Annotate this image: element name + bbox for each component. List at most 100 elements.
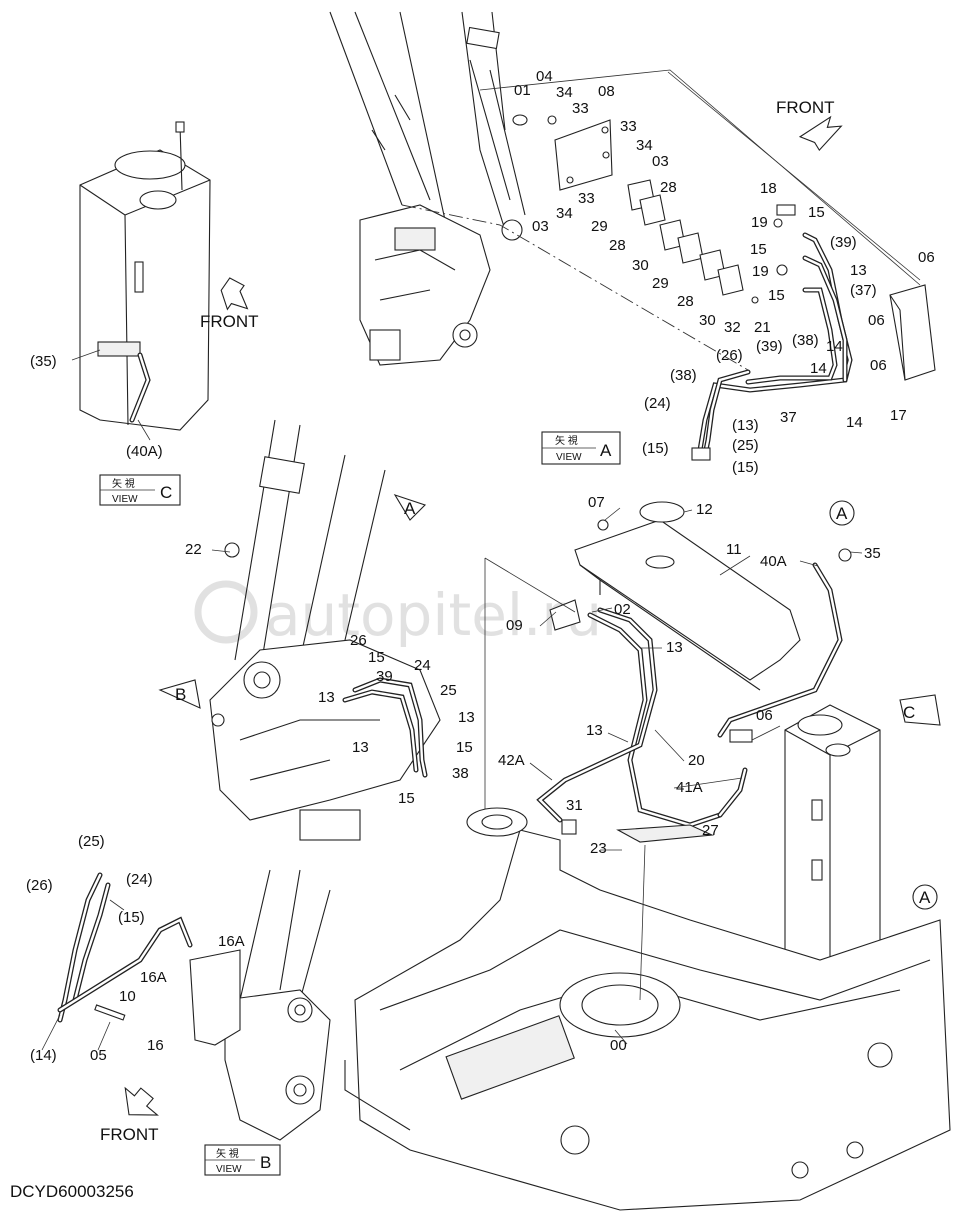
- part-labels-view-b: (25) (26) (24) (15) 16A 16A 10 (14) 05 1…: [26, 833, 245, 1064]
- label: 33: [572, 100, 589, 117]
- label: (14): [30, 1047, 57, 1064]
- view-b-detail: 矢 視 VIEW B FRONT: [57, 869, 331, 1176]
- label: 16A: [218, 933, 245, 950]
- label: (39): [756, 338, 783, 355]
- label: 08: [598, 83, 615, 100]
- label: 34: [636, 137, 653, 154]
- view-b-word: VIEW: [216, 1164, 242, 1175]
- watermark-text: autopitel.ru: [265, 581, 602, 649]
- drawing-code: DCYD60003256: [10, 1182, 134, 1201]
- view-c-letter: C: [160, 483, 172, 502]
- label: 06: [868, 312, 885, 329]
- view-a-letter: A: [600, 441, 612, 460]
- upper-frame: [344, 807, 951, 1211]
- label: 13: [850, 262, 867, 279]
- label: 40A: [760, 553, 787, 570]
- front-label-c: FRONT: [200, 312, 259, 331]
- label: 19: [751, 214, 768, 231]
- label: 04: [536, 68, 553, 85]
- label: (25): [78, 833, 105, 850]
- label: 10: [119, 988, 136, 1005]
- label: 11: [726, 541, 742, 558]
- label: (35): [30, 353, 57, 370]
- watermark: autopitel.ru: [194, 580, 602, 649]
- label: 15: [398, 790, 415, 807]
- label: 26: [350, 632, 367, 649]
- leader-lines: [41, 349, 863, 1051]
- label: 15: [768, 287, 785, 304]
- label: 14: [826, 338, 843, 355]
- view-c-kanji: 矢 視: [112, 477, 135, 490]
- label: (26): [716, 347, 743, 364]
- label: 02: [614, 601, 631, 618]
- callout-b-left: B: [175, 685, 186, 704]
- boom-foot-assembly: A B: [158, 419, 441, 841]
- label: 14: [810, 360, 827, 377]
- label: 01: [514, 82, 531, 99]
- label: 35: [864, 545, 881, 562]
- callout-a-circle-top: A: [836, 504, 848, 523]
- label: (24): [644, 395, 671, 412]
- label: 15: [368, 649, 385, 666]
- label: 33: [578, 190, 595, 207]
- label: 14: [846, 414, 863, 431]
- part-labels-main: 07 12 11 40A 35 06 09 02 13 13 20 42A 41…: [185, 494, 881, 1054]
- label: 34: [556, 84, 573, 101]
- view-c-word: VIEW: [112, 494, 138, 505]
- part-labels-view-a: 01 04 34 33 08 33 34 03 03 34 33 29 28 2…: [514, 68, 935, 476]
- label: 03: [652, 153, 669, 170]
- label: 22: [185, 541, 202, 558]
- label: (38): [792, 332, 819, 349]
- label: 06: [918, 249, 935, 266]
- callout-c-right: C: [903, 703, 915, 722]
- callout-a-top: A: [404, 499, 416, 518]
- label: (37): [850, 282, 877, 299]
- label: (24): [126, 871, 153, 888]
- label: 31: [566, 797, 583, 814]
- front-label-a: FRONT: [776, 98, 835, 117]
- label: 17: [890, 407, 907, 424]
- label: 27: [702, 822, 719, 839]
- label: 13: [666, 639, 683, 656]
- label: 15: [456, 739, 473, 756]
- label: 07: [588, 494, 605, 511]
- view-c-detail: 矢 視 VIEW C FRONT: [79, 121, 259, 506]
- label: 13: [352, 739, 369, 756]
- label: (26): [26, 877, 53, 894]
- label: 16A: [140, 969, 167, 986]
- label: 30: [699, 312, 716, 329]
- label: 28: [609, 237, 626, 254]
- label: 28: [660, 179, 677, 196]
- label: 33: [620, 118, 637, 135]
- label: 29: [652, 275, 669, 292]
- label: 25: [440, 682, 457, 699]
- label: 03: [532, 218, 549, 235]
- label: 13: [458, 709, 475, 726]
- part-labels-view-c: (35) (40A): [30, 353, 163, 460]
- label: (38): [670, 367, 697, 384]
- view-b-kanji: 矢 視: [216, 1147, 239, 1160]
- label: 28: [677, 293, 694, 310]
- view-b-letter: B: [260, 1153, 271, 1172]
- label: 05: [90, 1047, 107, 1064]
- boom-top-view: [329, 11, 749, 371]
- label: 15: [808, 204, 825, 221]
- label: 00: [610, 1037, 627, 1054]
- label: 13: [586, 722, 603, 739]
- label: 29: [591, 218, 608, 235]
- label: 30: [632, 257, 649, 274]
- callout-a-circle-right: A: [919, 888, 931, 907]
- label: 38: [452, 765, 469, 782]
- label: (25): [732, 437, 759, 454]
- front-label-b: FRONT: [100, 1125, 159, 1144]
- label: (15): [642, 440, 669, 457]
- label: 34: [556, 205, 573, 222]
- label: 32: [724, 319, 741, 336]
- upper-cover-and-hoses: A A C: [484, 500, 941, 910]
- view-a-detail: 矢 視 VIEW A FRONT: [479, 69, 936, 465]
- label: 20: [688, 752, 705, 769]
- label: 06: [756, 707, 773, 724]
- label: 09: [506, 617, 523, 634]
- label: 13: [318, 689, 335, 706]
